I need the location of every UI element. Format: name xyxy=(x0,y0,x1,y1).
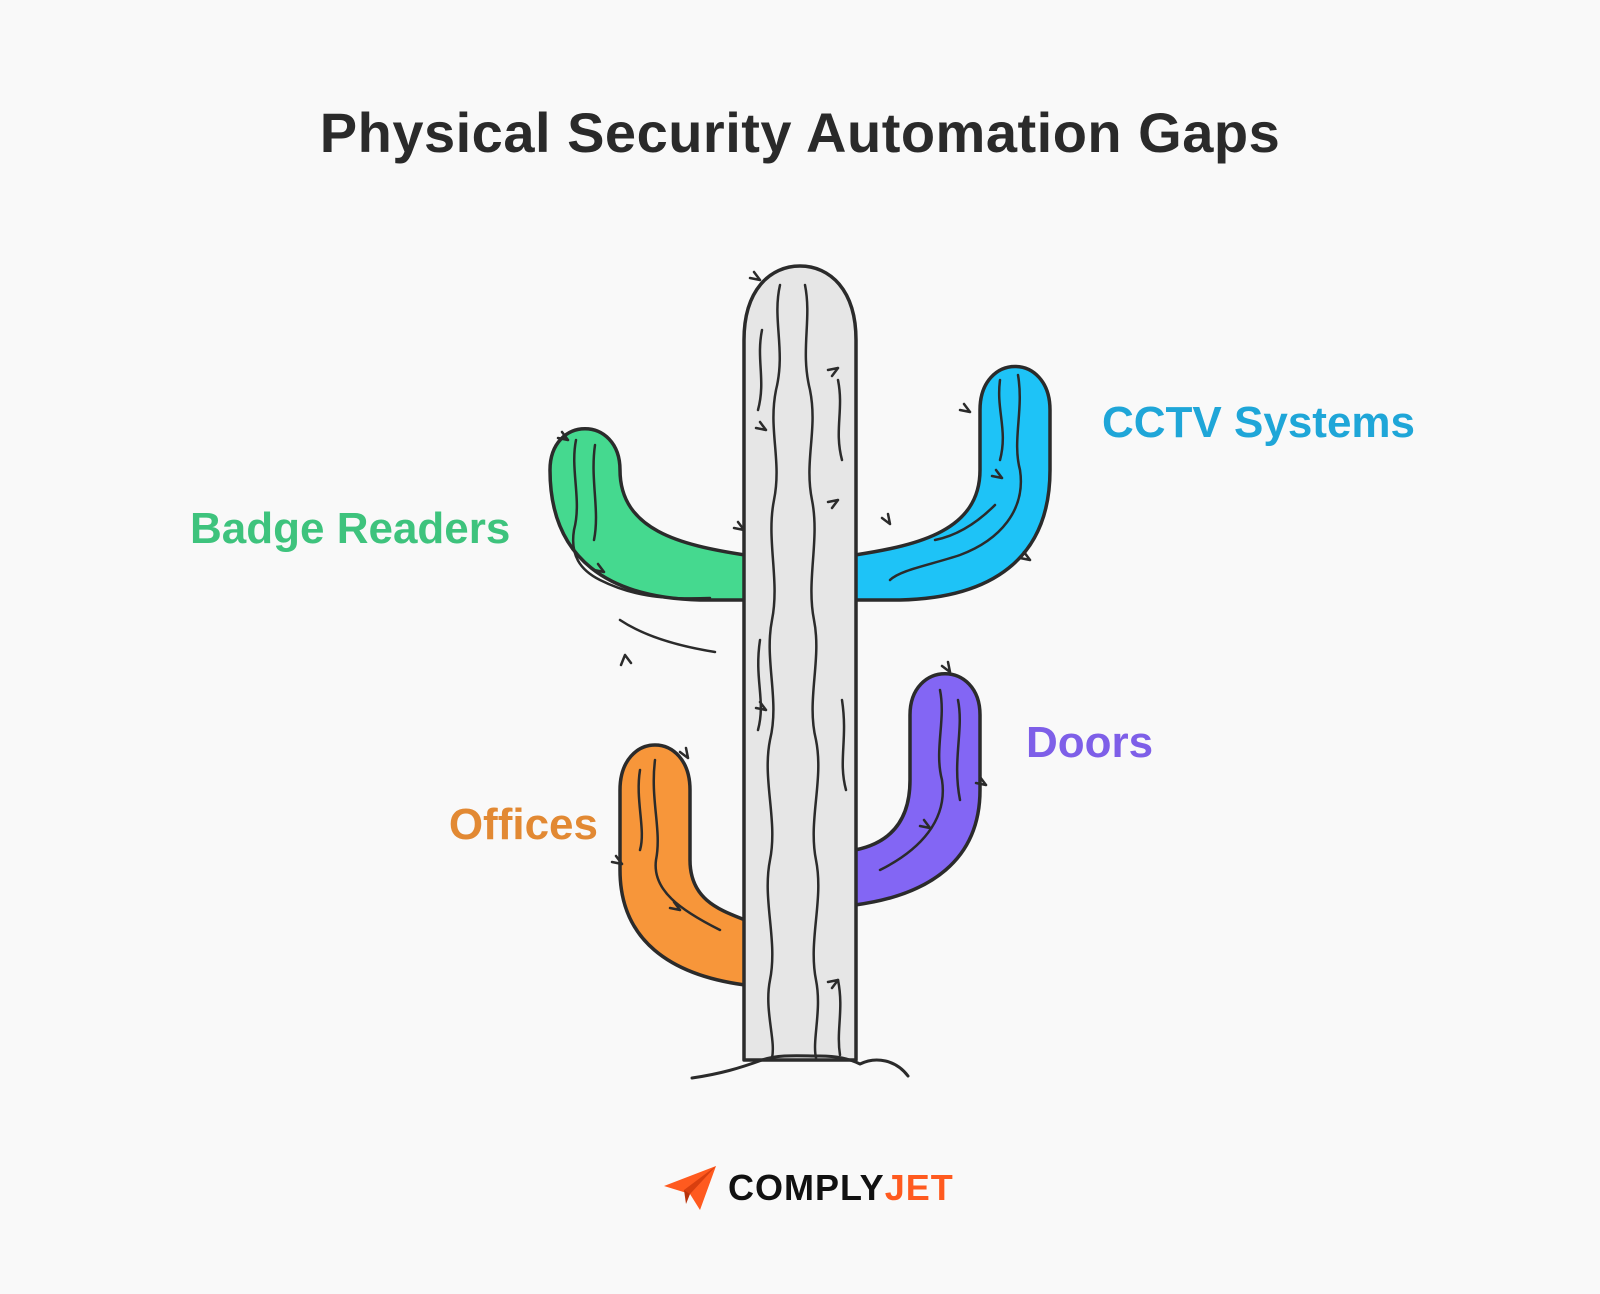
trunk-ridges xyxy=(756,283,848,1060)
arm-doors xyxy=(853,672,982,907)
label-badge-readers: Badge Readers xyxy=(190,504,511,553)
logo-wordmark-jet: JET xyxy=(884,1167,954,1208)
arm-ridges xyxy=(571,373,1023,932)
logo-wordmark-comply: COMPLY xyxy=(728,1167,885,1208)
arm-offices xyxy=(618,743,747,987)
label-offices: Offices xyxy=(448,800,598,849)
page-title: Physical Security Automation Gaps xyxy=(319,101,1281,164)
ground-mound xyxy=(690,1054,910,1080)
complyjet-logo: COMPLYJET xyxy=(662,1163,954,1213)
label-cctv-systems: CCTV Systems xyxy=(1102,398,1416,447)
cactus-trunk xyxy=(742,264,858,1062)
arm-badge-readers xyxy=(548,427,747,602)
paper-plane-icon xyxy=(664,1166,716,1210)
spines xyxy=(556,270,1032,990)
label-doors: Doors xyxy=(1026,718,1154,767)
